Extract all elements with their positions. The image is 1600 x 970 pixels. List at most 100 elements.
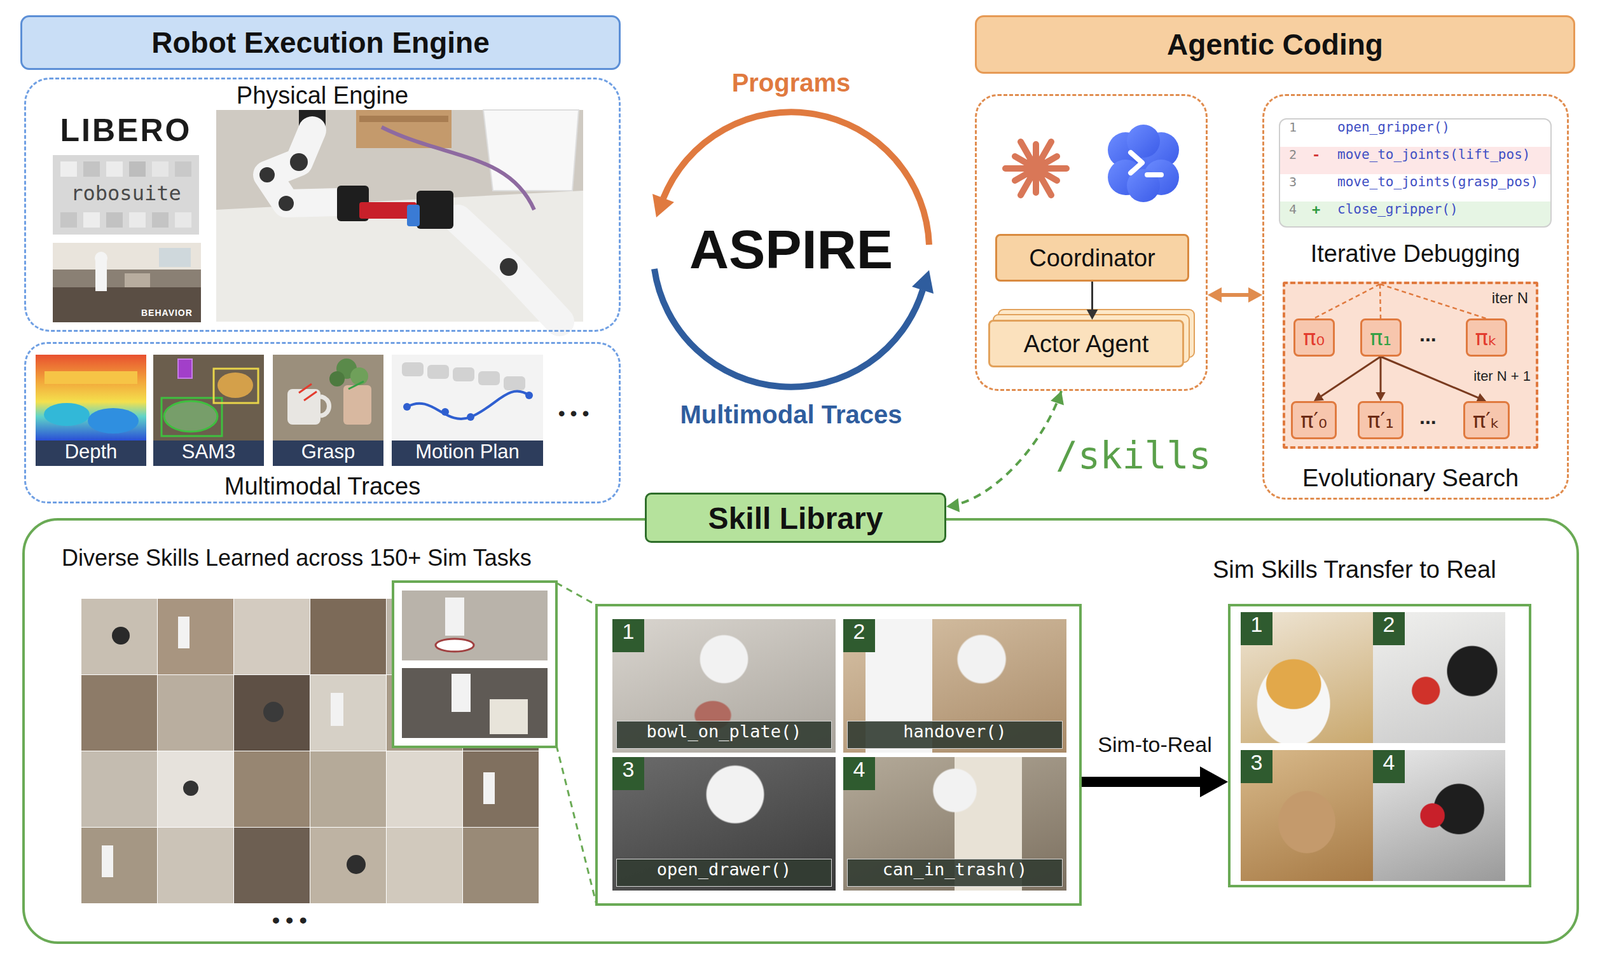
- motion-plan-image-part: [441, 408, 449, 416]
- sim-task-grid-part: [157, 827, 234, 904]
- zoom-inset-part: [489, 699, 528, 735]
- robot-photo-part: [267, 130, 338, 204]
- behavior-image-part: [52, 242, 201, 270]
- arrowhead: [1050, 391, 1064, 406]
- node-text: π′₀: [1300, 407, 1328, 434]
- agent-box: Actor Agent: [988, 319, 1185, 368]
- node-text: Diverse Skills Learned across 150+ Sim T…: [61, 544, 532, 572]
- node-text: move_to_joints(grasp_pos): [1337, 174, 1539, 202]
- robot-photo-part: [359, 115, 449, 123]
- robosuite-image-part: [60, 212, 77, 228]
- depth-image-part: [35, 354, 147, 441]
- connector: [1313, 356, 1381, 402]
- robosuite-image-part: [151, 161, 169, 177]
- edge-label: Sim-to-Real: [1097, 732, 1212, 758]
- segmentation-image-part: [217, 372, 254, 399]
- grasp-image-part: [272, 354, 384, 441]
- edge-label: /skills: [1055, 434, 1211, 478]
- connector-line: [1379, 356, 1382, 395]
- robot-photo-part: [289, 153, 308, 172]
- zoom-inset-part: [451, 674, 471, 713]
- grasp-image-part: [343, 385, 372, 425]
- node-text: 3: [1240, 750, 1273, 784]
- trace-tile: Motion Plan: [391, 354, 544, 467]
- robosuite-image-part: [60, 161, 77, 177]
- sim-task-grid-part: [234, 599, 310, 675]
- arrowhead: [1248, 287, 1263, 303]
- node-text: iter N + 1: [1473, 368, 1531, 385]
- node-text: bowl_on_plate(): [616, 721, 832, 750]
- sim-task-grid-part: [81, 599, 158, 675]
- traces-region: Multimodal TracesDepthSAM3GraspMotion Pl…: [24, 342, 621, 504]
- motion-plan-image-part: [503, 376, 526, 391]
- candidate-program-box: π′₀: [1290, 401, 1337, 440]
- node-text: iter N: [1491, 289, 1529, 308]
- behavior-image-part: [158, 248, 191, 268]
- node-text: πₖ: [1475, 324, 1498, 351]
- terminal-icon-part: [1130, 152, 1143, 173]
- robosuite-image-part: [106, 161, 123, 177]
- robot-photo-part: [416, 190, 454, 229]
- grasp-image-part: [329, 371, 345, 387]
- section-header: Robot Execution Engine: [20, 15, 621, 70]
- behavior-image-part: [124, 273, 151, 288]
- robosuite-image-part: [83, 161, 100, 177]
- connector: [1380, 356, 1487, 403]
- arrowhead: [946, 498, 960, 513]
- behavior-image-part: [52, 287, 201, 323]
- motion-plan-image-part: [403, 403, 411, 411]
- robot-photo-part: [278, 195, 294, 212]
- terminal-icon-part: [1147, 172, 1162, 178]
- node-text: move_to_joints(lift_pos): [1337, 146, 1531, 175]
- robosuite-image: [52, 155, 200, 235]
- sim-task-grid-part: [310, 751, 387, 828]
- sim-skill-panel: 1bowl_on_plate()2handover()3open_drawer(…: [595, 604, 1082, 907]
- node-text: +: [1311, 201, 1321, 229]
- evolution-region: iter Niter N + 1Evolutionary Searchπ₀π₁π…: [1282, 281, 1539, 449]
- sim-task-grid-part: [462, 827, 539, 904]
- grasp-image: [272, 354, 384, 441]
- robot-photo: [216, 110, 584, 322]
- robot-photo-part: [259, 167, 275, 183]
- node-text: Multimodal Traces: [26, 473, 619, 501]
- segmentation-image-part: [153, 354, 264, 441]
- ellipsis: • • •: [272, 908, 308, 933]
- sim-task-grid-part: [310, 599, 387, 675]
- node-text: Sim Skills Transfer to Real: [1212, 556, 1497, 584]
- robosuite-image-part: [174, 161, 192, 177]
- sim-skill-tile: 4can_in_trash(): [843, 757, 1067, 891]
- logo-text: robosuite: [52, 181, 200, 206]
- depth-image-part: [43, 403, 90, 427]
- connector: [1207, 287, 1263, 303]
- sim-task-grid-part: [263, 702, 284, 723]
- node-text: can_in_trash(): [847, 859, 1063, 888]
- behavior-image: [52, 242, 201, 323]
- node-text: 2: [1289, 146, 1297, 175]
- node-text: 2: [1372, 612, 1405, 646]
- trace-tile: Grasp: [272, 354, 384, 467]
- node-text: π′ₖ: [1472, 407, 1501, 434]
- sim-task-grid-part: [310, 827, 387, 904]
- sim-skill-tile: 3open_drawer(): [612, 757, 836, 891]
- grasp-image-part: [298, 384, 317, 401]
- robot-photo-part: [356, 110, 452, 149]
- robot-photo-part: [457, 219, 560, 322]
- robot-photo-part: [499, 258, 518, 276]
- robot-photo-part: [381, 127, 535, 210]
- node-text: close_gripper(): [1337, 201, 1459, 229]
- logo-text: LIBERO: [49, 111, 203, 149]
- aspire-cycle-part: [652, 193, 675, 218]
- terminal-icon: [1107, 124, 1180, 203]
- connector: [1086, 281, 1099, 320]
- node-text: π′₁: [1367, 407, 1394, 434]
- robot-photo-part: [406, 204, 420, 227]
- logo-text: BEHAVIOR: [141, 307, 193, 318]
- claude-icon-part: [1005, 141, 1067, 196]
- real-skill-tile: 3: [1240, 750, 1373, 882]
- skill-library-region: Diverse Skills Learned across 150+ Sim T…: [22, 518, 1580, 945]
- node-text: Actor Agent: [1023, 330, 1149, 358]
- sim-task-grid-part: [483, 772, 495, 805]
- robosuite-image-part: [106, 212, 123, 228]
- candidate-program-box: πₖ: [1465, 318, 1508, 357]
- sim-task-grid-part: [111, 627, 130, 645]
